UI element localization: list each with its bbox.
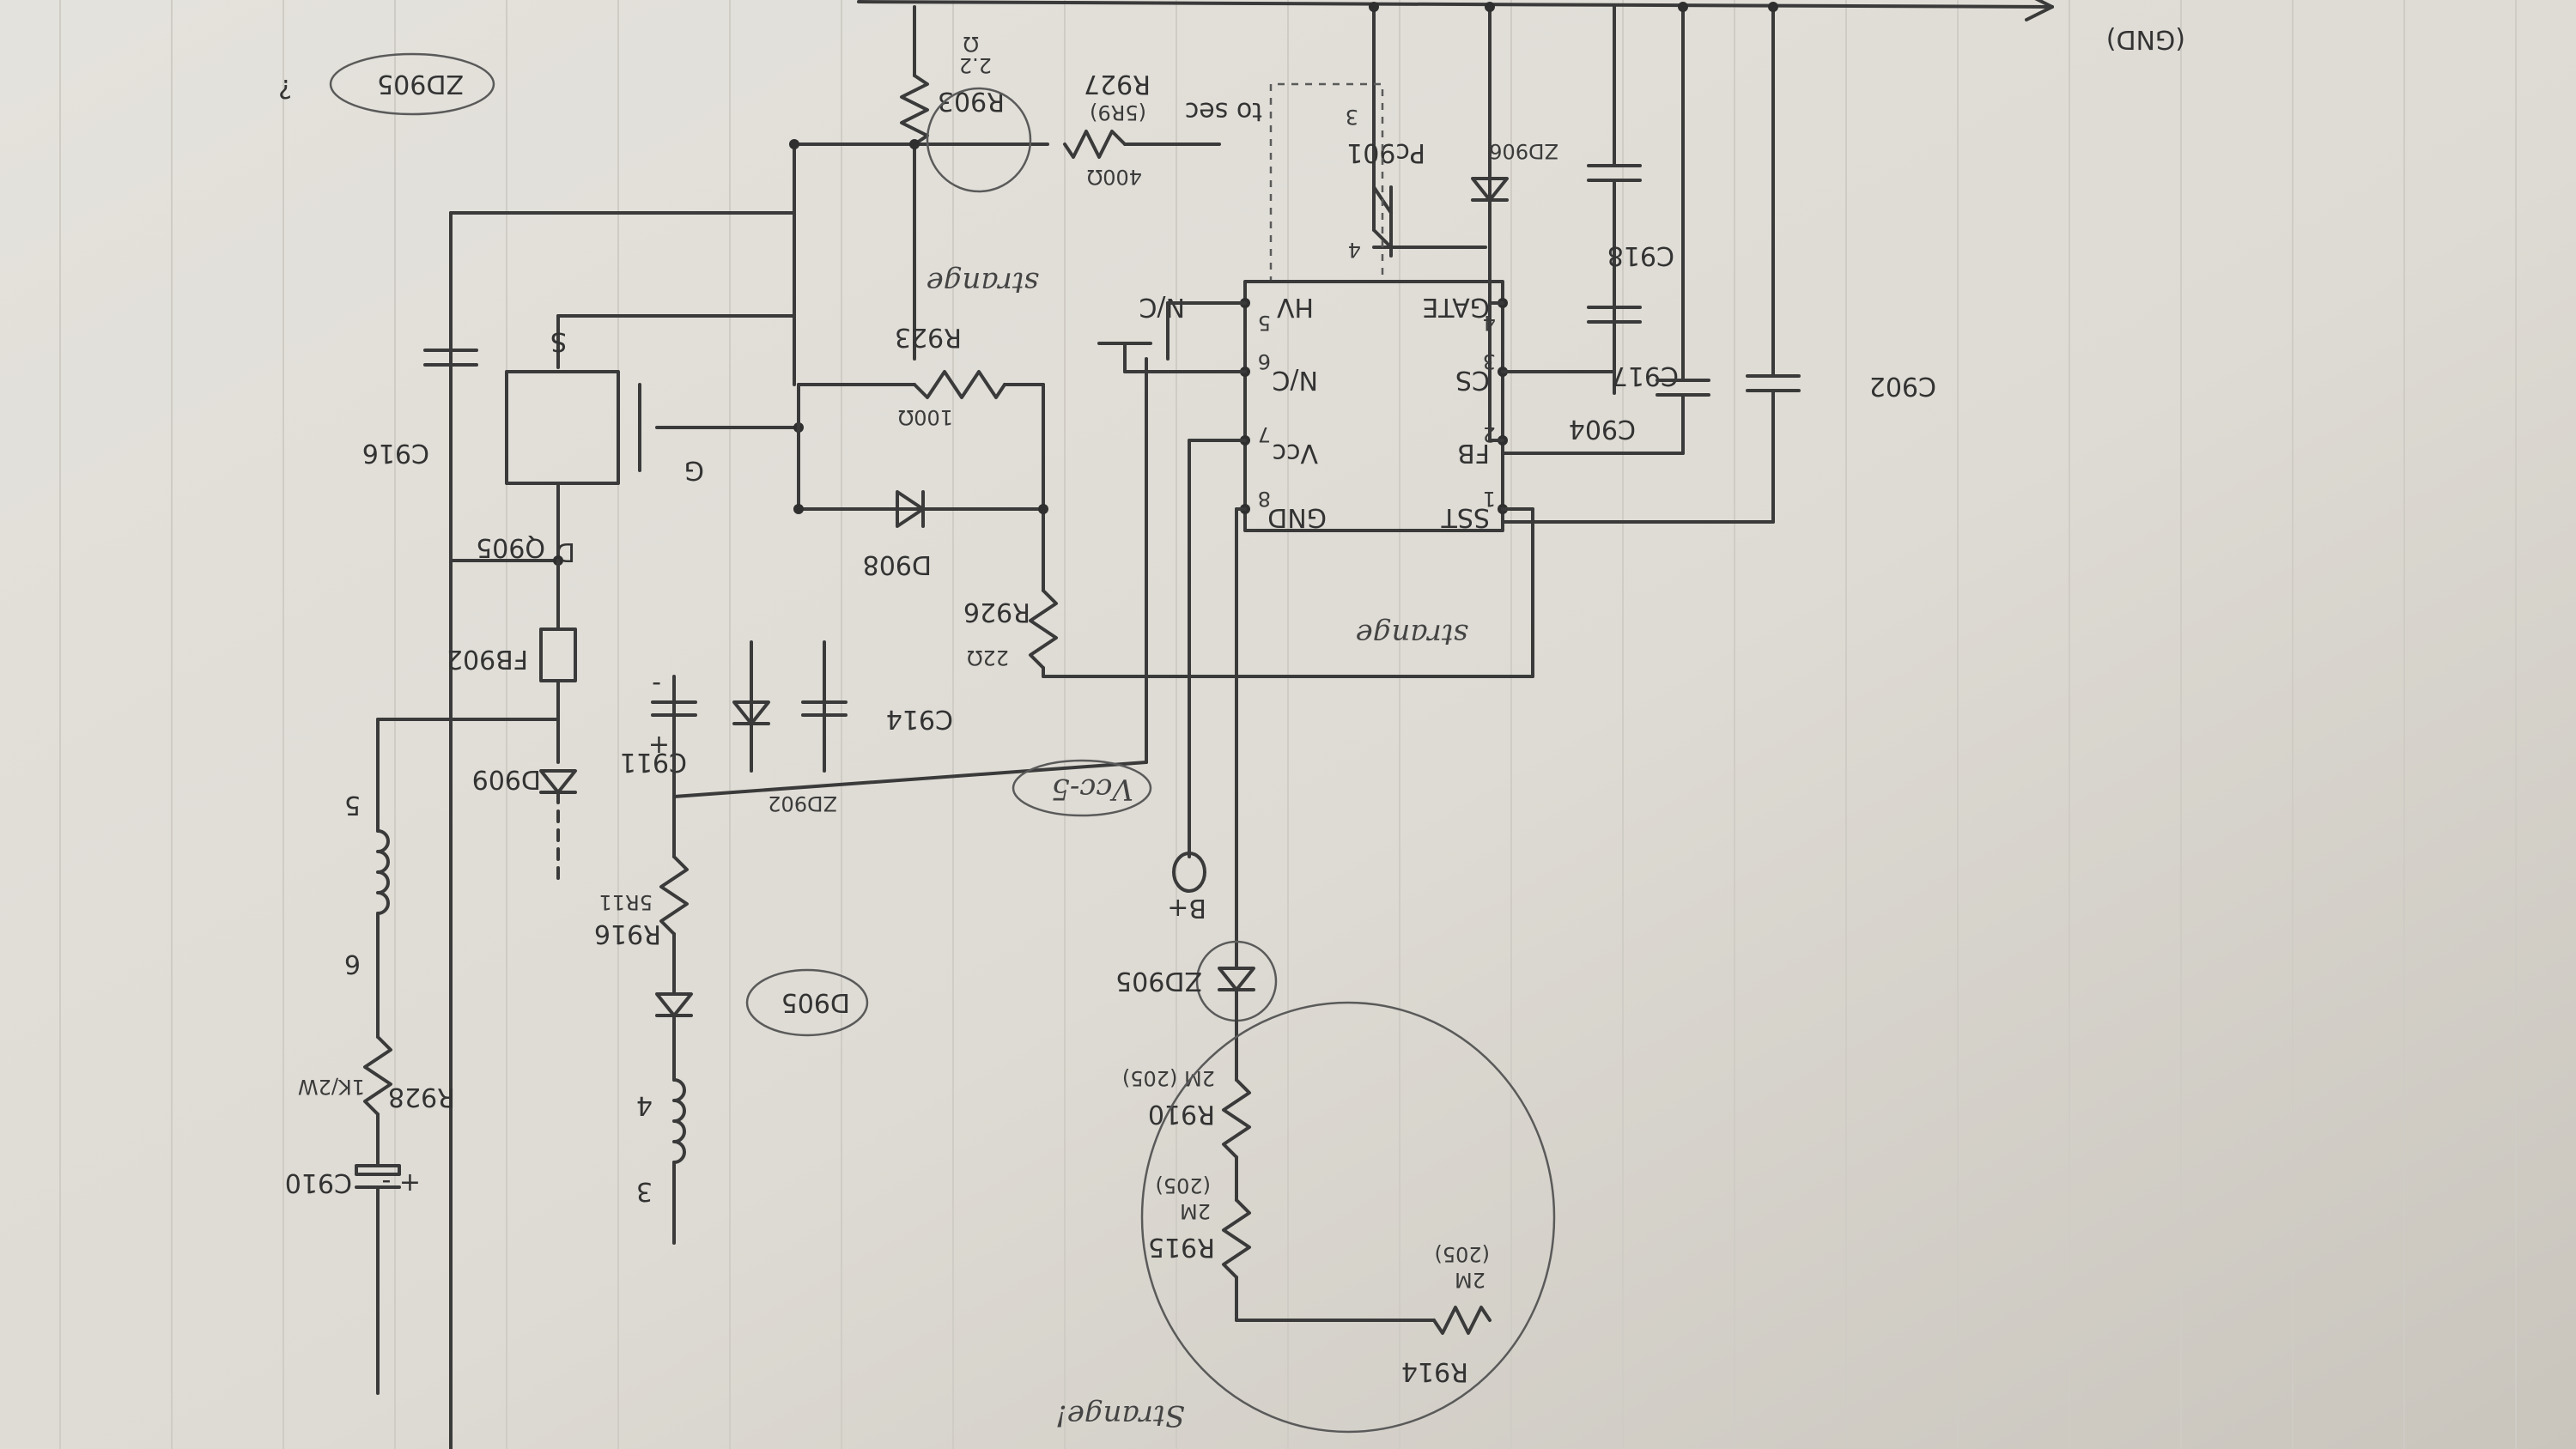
- q905-label: Q905: [476, 532, 545, 562]
- svg-text:100Ω: 100Ω: [898, 405, 953, 429]
- zd905-label: ZD905: [1115, 966, 1202, 996]
- strange-label-1: strange: [927, 265, 1039, 300]
- gnd-top-label: (GND): [2106, 24, 2185, 54]
- c902-label: C902: [1869, 371, 1936, 401]
- c904-label: C904: [1569, 414, 1636, 444]
- svg-text:N/C: N/C: [1139, 292, 1186, 322]
- svg-text:GND: GND: [1267, 502, 1327, 532]
- svg-text:G: G: [684, 455, 704, 485]
- svg-text:D905: D905: [781, 987, 850, 1017]
- svg-text:8: 8: [1258, 487, 1271, 511]
- svg-text:4: 4: [1348, 238, 1361, 262]
- svg-text:D909: D909: [472, 764, 541, 794]
- svg-text:FB902: FB902: [447, 644, 528, 674]
- aux-winding: R916 5R11 D905 4 3: [594, 795, 869, 1245]
- svg-text:22Ω: 22Ω: [967, 646, 1009, 670]
- svg-text:3: 3: [1346, 105, 1358, 129]
- svg-text:R926: R926: [963, 597, 1030, 627]
- pc901-label: Pc901: [1346, 137, 1425, 167]
- zd905-circled-label: ZD905: [377, 69, 464, 99]
- startup-chain: B+ ZD905 R910 2M (205) R915 2M (205) R91…: [1055, 439, 1556, 1434]
- svg-text:(205): (205): [1155, 1173, 1211, 1197]
- c918-label: C918: [1607, 240, 1674, 270]
- svg-text:5: 5: [1258, 311, 1271, 335]
- svg-text:7: 7: [1258, 422, 1271, 446]
- svg-text:N/C: N/C: [1273, 365, 1319, 395]
- ruled-lines: [59, 0, 2517, 1449]
- svg-text:2.2: 2.2: [959, 53, 992, 77]
- zd906-label: ZD906: [1489, 139, 1558, 163]
- gate-network: R923 100Ω D908 R926 22Ω strange: [793, 322, 1468, 678]
- bplus-label: B+: [1167, 893, 1206, 923]
- svg-text:C910: C910: [285, 1167, 352, 1197]
- svg-text:2M: 2M: [1180, 1199, 1211, 1223]
- svg-text:4: 4: [636, 1090, 653, 1120]
- svg-text:R914: R914: [1401, 1356, 1468, 1386]
- svg-text:HV: HV: [1276, 292, 1314, 322]
- strange-label-2: strange: [1356, 617, 1468, 652]
- svg-text:5: 5: [344, 790, 361, 820]
- svg-text:R928: R928: [388, 1082, 455, 1112]
- svg-text:(5R9): (5R9): [1090, 100, 1146, 124]
- svg-text:Vcc: Vcc: [1272, 438, 1318, 468]
- svg-text:CS: CS: [1455, 365, 1490, 395]
- svg-text:3: 3: [636, 1176, 653, 1206]
- svg-text:R916: R916: [594, 919, 661, 949]
- svg-text:R927: R927: [1084, 69, 1151, 99]
- svg-text:ZD902: ZD902: [768, 791, 837, 815]
- pc901-group: Pc901 3 4 ZD906 C918 C917: [1269, 2, 1936, 524]
- svg-text:+: +: [648, 730, 670, 760]
- svg-text:400Ω: 400Ω: [1087, 165, 1142, 189]
- svg-text:+ -: + -: [382, 1167, 422, 1197]
- svg-text:Ω: Ω: [963, 32, 979, 56]
- svg-text:-: -: [652, 670, 661, 700]
- c917-label: C917: [1612, 361, 1679, 391]
- svg-text:R910: R910: [1148, 1099, 1215, 1129]
- r903-r927: R903 2.2 Ω R927 (5R9) 400Ω to sec strang…: [789, 5, 1262, 361]
- question-mark: ?: [278, 73, 292, 103]
- svg-text:R915: R915: [1148, 1232, 1215, 1262]
- vcc-supply: FB902 D909 C911 + - ZD902 C914 Vcc-5: [376, 559, 1152, 884]
- svg-text:(205): (205): [1434, 1242, 1490, 1266]
- svg-text:1: 1: [1483, 487, 1496, 511]
- svg-text:FB: FB: [1457, 438, 1490, 468]
- svg-text:SST: SST: [1441, 502, 1490, 532]
- svg-text:6: 6: [344, 949, 361, 979]
- svg-text:D908: D908: [863, 549, 932, 579]
- ic-routing: [793, 203, 1616, 764]
- to-sec-label: to sec: [1185, 96, 1262, 126]
- strange-label-3: Strange!: [1055, 1398, 1185, 1433]
- svg-text:5R11: 5R11: [599, 890, 653, 914]
- svg-text:R923: R923: [895, 322, 962, 352]
- c916-label: C916: [362, 438, 429, 468]
- zd905-note: ZD905 ?: [278, 52, 495, 116]
- snubber-winding: 5 6 R928 1K/2W C910 + -: [285, 718, 455, 1395]
- svg-text:C914: C914: [886, 704, 953, 734]
- svg-text:GATE: GATE: [1422, 292, 1490, 322]
- svg-text:S: S: [550, 326, 567, 356]
- svg-text:2M (205): 2M (205): [1122, 1066, 1215, 1090]
- svg-text:1K/2W: 1K/2W: [298, 1075, 365, 1099]
- control-ic: GATE 4 CS 3 FB 2 SST 1 HV 5 N/C 6 Vcc 7 …: [1042, 280, 1534, 678]
- gnd-rail: (GND): [857, 0, 2185, 54]
- svg-text:2M: 2M: [1455, 1268, 1485, 1292]
- vcc5-label: Vcc-5: [1051, 772, 1133, 806]
- q905-group: C916 G S D Q905: [362, 211, 800, 1449]
- svg-text:6: 6: [1258, 349, 1271, 373]
